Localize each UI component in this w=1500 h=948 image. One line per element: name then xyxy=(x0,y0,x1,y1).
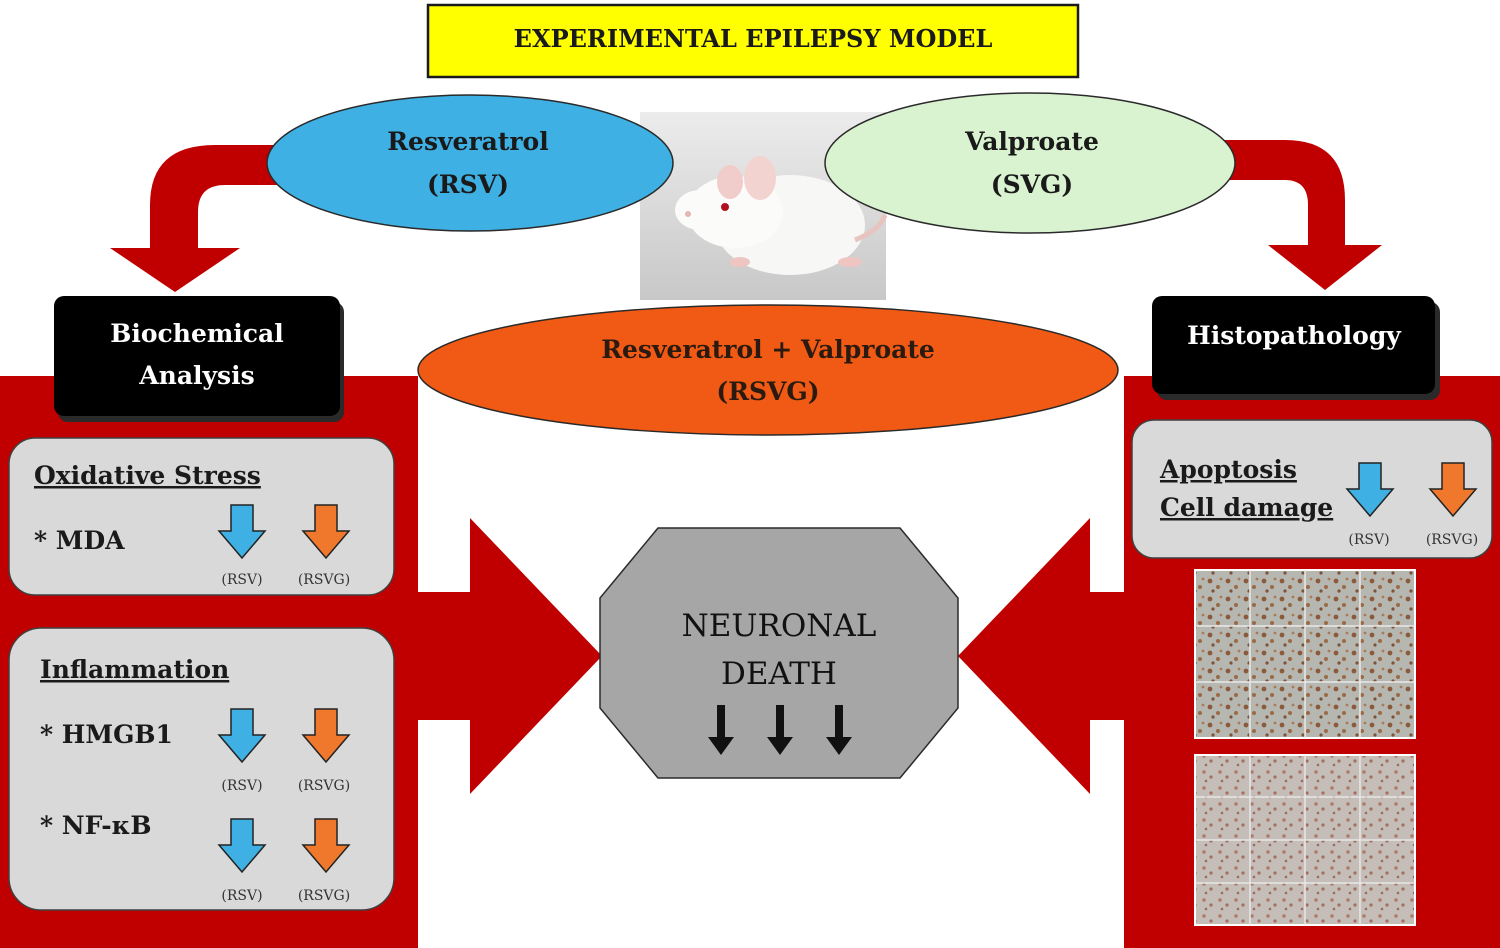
down-arrow-1 xyxy=(708,705,734,755)
apoptosis-label: Apoptosis xyxy=(1159,455,1297,484)
histo-rsvg-down-arrow xyxy=(1428,462,1478,518)
svg-abbr: (SVG) xyxy=(991,170,1073,199)
combination-ellipse: Resveratrol + Valproate (RSVG) xyxy=(417,304,1119,436)
mda-rsv-down-arrow xyxy=(217,504,267,560)
hmgb1-rsv-label: (RSV) xyxy=(221,778,262,794)
rat-photo xyxy=(640,112,888,300)
nfkb-marker-label: * NF-κB xyxy=(40,811,152,840)
hmgb1-rsv-down-arrow xyxy=(217,708,267,764)
mda-rsv-label: (RSV) xyxy=(221,572,262,588)
histopathology-header: Histopathology xyxy=(1152,296,1440,400)
neuronal-death-octagon: NEURONAL DEATH xyxy=(599,527,959,779)
inflammation-heading: Inflammation xyxy=(40,655,229,684)
biochemical-header-line2: Analysis xyxy=(138,361,254,390)
histo-rsv-label: (RSV) xyxy=(1348,532,1389,548)
left-curved-arrow xyxy=(110,145,292,292)
left-big-arrow xyxy=(410,518,602,794)
nfkb-rsvg-down-arrow xyxy=(301,818,351,874)
down-arrow-2 xyxy=(767,705,793,755)
valproate-ellipse: Valproate (SVG) xyxy=(824,92,1236,234)
nfkb-rsv-label: (RSV) xyxy=(221,888,262,904)
histology-image-top xyxy=(1194,569,1416,739)
cell-damage-label: Cell damage xyxy=(1160,493,1333,522)
neuronal-death-line1: NEURONAL xyxy=(682,608,877,644)
rsv-name: Resveratrol xyxy=(387,127,548,156)
rsvg-abbr: (RSVG) xyxy=(716,377,819,406)
title-box: EXPERIMENTAL EPILEPSY MODEL xyxy=(426,3,1080,79)
resveratrol-ellipse: Resveratrol (RSV) xyxy=(266,94,674,232)
biochemical-header-line1: Biochemical xyxy=(110,319,283,348)
title-text: EXPERIMENTAL EPILEPSY MODEL xyxy=(514,24,993,53)
histo-rsv-down-arrow xyxy=(1345,462,1395,518)
oxidative-stress-heading: Oxidative Stress xyxy=(34,461,261,490)
rsv-abbr: (RSV) xyxy=(427,170,509,199)
rsvg-name: Resveratrol + Valproate xyxy=(601,335,935,364)
hmgb1-rsvg-down-arrow xyxy=(301,708,351,764)
histology-image-bottom xyxy=(1194,754,1416,926)
apoptosis-box: Apoptosis Cell damage (RSV) (RSVG) xyxy=(1131,419,1493,559)
down-arrow-3 xyxy=(826,705,852,755)
mda-rsvg-label: (RSVG) xyxy=(298,572,350,588)
neuronal-death-line2: DEATH xyxy=(721,656,837,692)
right-big-arrow xyxy=(958,518,1130,794)
histo-rsvg-label: (RSVG) xyxy=(1426,532,1478,548)
inflammation-box: Inflammation * HMGB1 (RSV) (RSVG) * NF-κ… xyxy=(8,627,395,911)
nfkb-rsv-down-arrow xyxy=(217,818,267,874)
nfkb-rsvg-label: (RSVG) xyxy=(298,888,350,904)
mda-rsvg-down-arrow xyxy=(301,504,351,560)
histopathology-header-text: Histopathology xyxy=(1187,321,1402,350)
hmgb1-marker-label: * HMGB1 xyxy=(40,720,173,749)
hmgb1-rsvg-label: (RSVG) xyxy=(298,778,350,794)
biochemical-analysis-header: Biochemical Analysis xyxy=(54,296,344,422)
mda-marker-label: * MDA xyxy=(34,526,125,555)
oxidative-stress-box: Oxidative Stress * MDA (RSV) (RSVG) xyxy=(8,437,395,596)
right-curved-arrow xyxy=(1205,140,1382,290)
svg-name: Valproate xyxy=(964,127,1099,156)
